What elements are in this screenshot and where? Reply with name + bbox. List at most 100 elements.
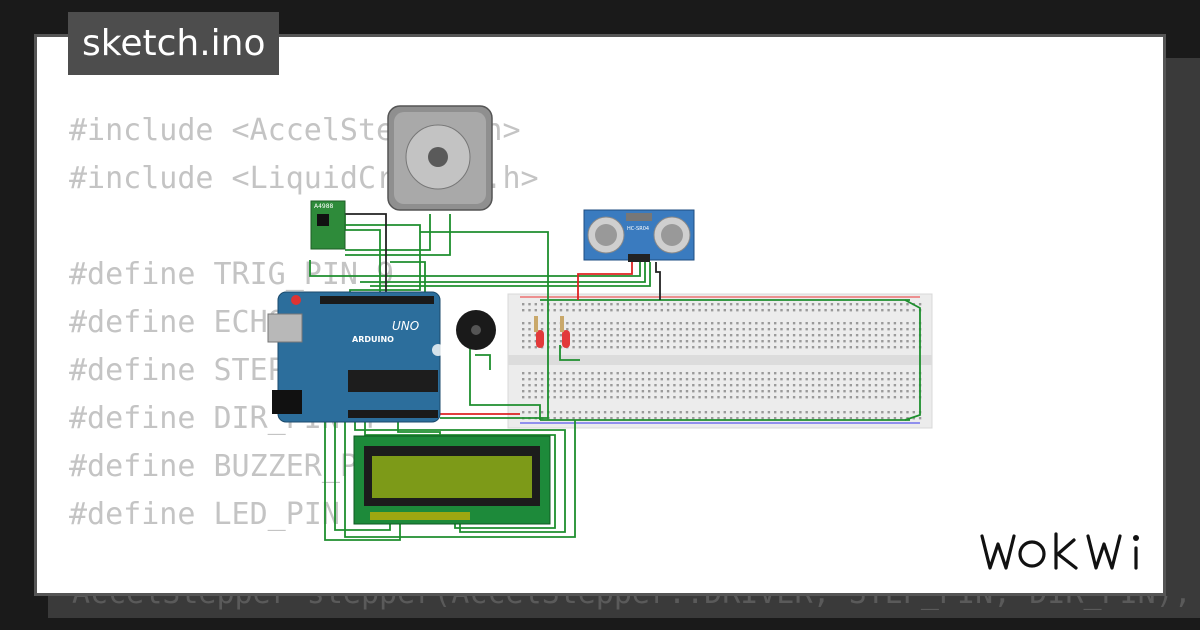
breadboard-hole xyxy=(755,322,758,325)
breadboard-hole xyxy=(698,334,701,337)
breadboard-hole xyxy=(837,411,840,414)
buzzer[interactable] xyxy=(456,310,496,350)
breadboard-hole xyxy=(704,372,708,375)
breadboard-hole xyxy=(534,396,537,399)
breadboard-hole xyxy=(553,303,556,306)
breadboard-hole xyxy=(855,303,859,306)
breadboard-hole xyxy=(578,396,582,399)
breadboard-hole xyxy=(616,340,619,343)
breadboard-hole xyxy=(654,322,657,325)
breadboard-hole xyxy=(893,384,897,387)
breadboard-hole xyxy=(610,340,613,343)
breadboard-hole xyxy=(780,417,783,420)
breadboard-hole xyxy=(534,346,537,349)
breadboard-hole xyxy=(830,303,834,306)
breadboard-hole xyxy=(736,411,739,414)
breadboard-hole xyxy=(635,378,638,381)
breadboard-hole xyxy=(874,390,878,393)
breadboard-hole xyxy=(893,372,897,375)
breadboard-hole xyxy=(641,390,645,393)
breadboard-hole xyxy=(566,378,569,381)
breadboard-hole xyxy=(704,303,708,306)
breadboard-hole xyxy=(622,322,626,325)
breadboard-hole xyxy=(881,378,884,381)
led-red-2[interactable] xyxy=(560,316,570,348)
breadboard-hole xyxy=(761,384,764,387)
breadboard-hole xyxy=(572,384,575,387)
breadboard-hole xyxy=(597,417,600,420)
breadboard-hole xyxy=(692,340,695,343)
breadboard-hole xyxy=(641,309,645,312)
breadboard-hole xyxy=(824,417,827,420)
breadboard-hole xyxy=(685,322,689,325)
breadboard-hole xyxy=(679,411,682,414)
breadboard-hole xyxy=(824,396,827,399)
breadboard-hole xyxy=(679,417,682,420)
breadboard-hole xyxy=(553,322,556,325)
breadboard-hole xyxy=(912,417,915,420)
breadboard-hole xyxy=(780,309,783,312)
breadboard-hole xyxy=(811,309,815,312)
breadboard-hole xyxy=(881,417,884,420)
breadboard-hole xyxy=(774,346,777,349)
arduino-uno[interactable]: ARDUINO UNO xyxy=(267,291,444,423)
breadboard-hole xyxy=(660,384,663,387)
breadboard-hole xyxy=(767,411,771,414)
breadboard-hole xyxy=(780,372,783,375)
breadboard-hole xyxy=(862,384,865,387)
breadboard-hole xyxy=(616,334,619,337)
breadboard-hole xyxy=(698,384,701,387)
breadboard-hole xyxy=(648,340,651,343)
breadboard-hole xyxy=(881,384,884,387)
breadboard-hole xyxy=(635,396,638,399)
breadboard-hole xyxy=(566,372,569,375)
breadboard-hole xyxy=(534,390,537,393)
breadboard-hole xyxy=(585,346,588,349)
breadboard-hole xyxy=(616,378,619,381)
stepper-motor[interactable] xyxy=(387,105,493,211)
breadboard-hole xyxy=(729,390,733,393)
breadboard-hole xyxy=(698,322,701,325)
breadboard-hole xyxy=(774,396,777,399)
breadboard-hole xyxy=(660,334,663,337)
breadboard-hole xyxy=(887,309,890,312)
breadboard-hole xyxy=(698,303,701,306)
a4988-driver[interactable]: A4988 xyxy=(310,200,346,250)
ultrasonic-sensor[interactable]: HC-SR04 xyxy=(583,209,695,262)
breadboard-hole xyxy=(912,396,915,399)
breadboard-hole xyxy=(818,378,821,381)
breadboard-hole xyxy=(736,378,739,381)
breadboard-hole xyxy=(874,378,878,381)
breadboard-hole xyxy=(767,378,771,381)
breadboard-hole xyxy=(729,328,733,331)
breadboard-hole xyxy=(522,390,525,393)
file-tab[interactable]: sketch.ino xyxy=(68,12,280,75)
breadboard-hole xyxy=(799,396,802,399)
breadboard-hole xyxy=(780,396,783,399)
breadboard-hole xyxy=(780,340,783,343)
breadboard-hole xyxy=(585,328,588,331)
breadboard-hole xyxy=(528,346,531,349)
breadboard-hole xyxy=(711,340,714,343)
breadboard-hole xyxy=(742,303,745,306)
breadboard-hole xyxy=(881,390,884,393)
breadboard-hole xyxy=(893,322,897,325)
breadboard-hole xyxy=(673,303,676,306)
breadboard-hole xyxy=(906,334,909,337)
breadboard-hole xyxy=(635,328,638,331)
driver-label: A4988 xyxy=(314,203,334,210)
breadboard-hole xyxy=(767,340,771,343)
breadboard-hole xyxy=(881,334,884,337)
led-red-1[interactable] xyxy=(534,316,544,348)
breadboard-hole xyxy=(805,378,808,381)
breadboard-hole xyxy=(534,378,537,381)
breadboard-hole xyxy=(843,346,846,349)
breadboard[interactable] xyxy=(507,293,933,429)
breadboard-hole xyxy=(761,378,764,381)
breadboard-hole xyxy=(830,384,834,387)
breadboard-hole xyxy=(711,411,714,414)
lcd-display[interactable] xyxy=(353,435,551,525)
breadboard-hole xyxy=(837,322,840,325)
breadboard-hole xyxy=(717,411,720,414)
breadboard-hole xyxy=(900,411,903,414)
